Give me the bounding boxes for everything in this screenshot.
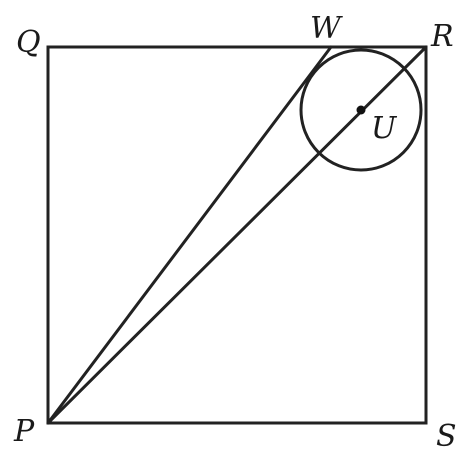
diagonal-pr xyxy=(46,45,428,425)
label-q: Q xyxy=(16,25,41,60)
circle-u xyxy=(299,48,423,172)
square-pqrs xyxy=(46,45,428,425)
label-w: W xyxy=(310,11,343,46)
label-s: S xyxy=(436,419,457,454)
label-p: P xyxy=(13,414,35,449)
segment-pw xyxy=(46,45,333,425)
label-u: U xyxy=(371,111,398,146)
center-point-u xyxy=(356,105,366,115)
label-r: R xyxy=(430,19,454,54)
